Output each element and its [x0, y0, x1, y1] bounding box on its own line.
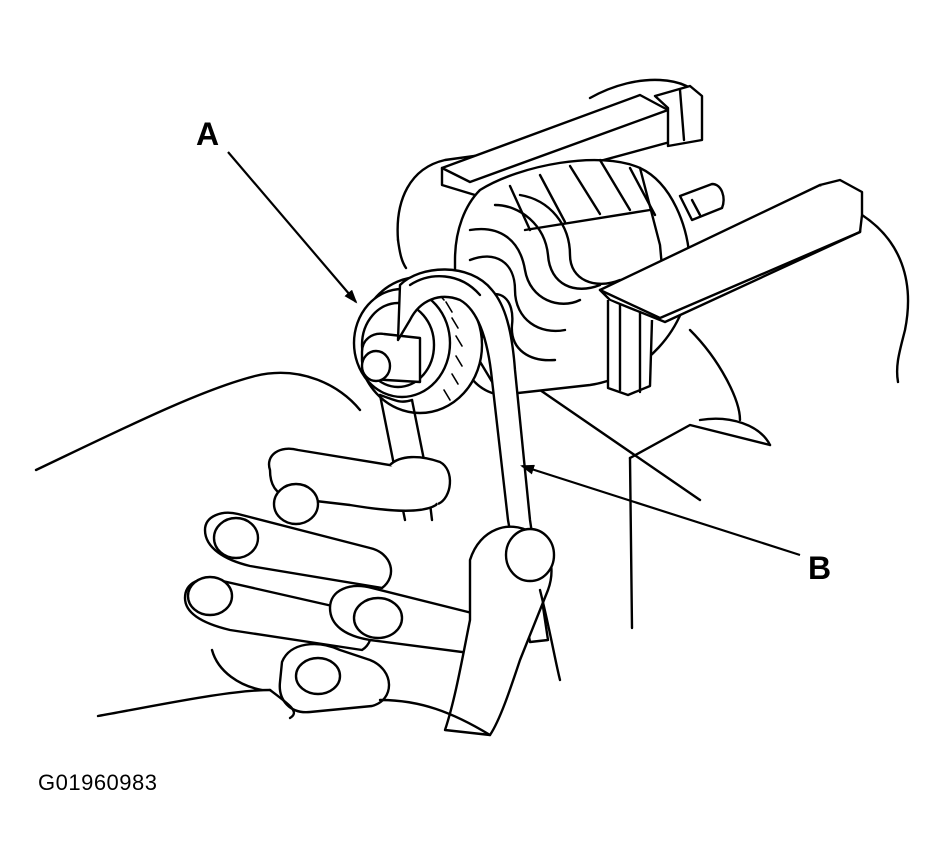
leader-line-b	[520, 464, 801, 557]
hands	[34, 371, 562, 737]
callout-a-label: A	[196, 116, 220, 152]
leader-line-a	[227, 151, 358, 304]
callout-b-label: B	[808, 550, 832, 586]
bearing	[352, 275, 484, 415]
right-brush-holder	[598, 178, 864, 397]
motor-housing	[396, 78, 910, 630]
top-brush-holder	[440, 84, 704, 197]
figure-id: G01960983	[38, 770, 158, 795]
